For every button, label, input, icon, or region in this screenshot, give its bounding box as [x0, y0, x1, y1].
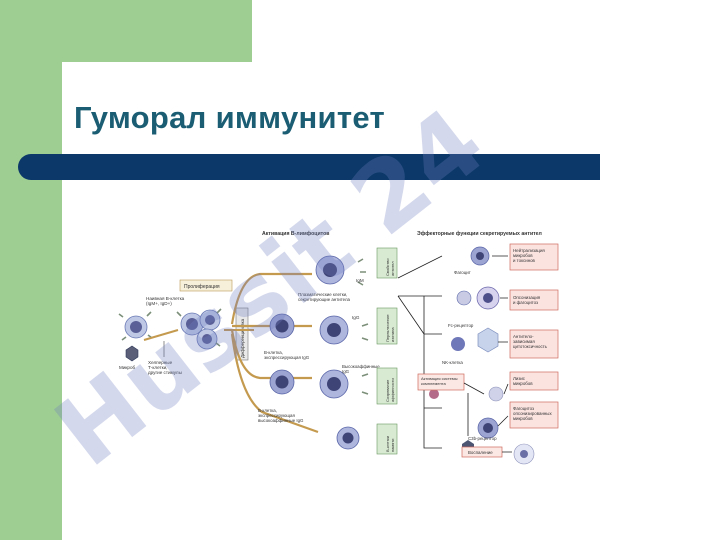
plasma-label: Плазматические клетки,секретирующие анти…: [298, 292, 351, 302]
effector-opsonization: [509, 289, 559, 311]
header-effector: Эффекторные функции секретируемых антите…: [417, 230, 542, 237]
title-underline-bar: [18, 154, 600, 180]
box1-label: Свойствоантител: [385, 258, 395, 276]
prolif-box: [179, 279, 233, 292]
box-antibody-property: [376, 247, 398, 279]
c3b-label: C3b-рецептор: [468, 436, 497, 441]
prolif-label: Пролиферация: [184, 284, 220, 290]
humoral-immunity-diagram: Активация В-лимфоцитов Эффекторные функц…: [118, 230, 559, 465]
box-affinity-maturation: [376, 367, 398, 405]
nk-label: NK-клетка: [442, 360, 463, 365]
effector-adcc: [509, 329, 559, 359]
microbe-icon: [125, 345, 139, 362]
naive-b-label: Наивная В-клетка(IgM+, IgD+): [146, 296, 185, 306]
complement-box: [417, 373, 465, 391]
igm-label: IgM: [356, 278, 364, 283]
igg-label: IgG: [352, 315, 360, 320]
box4-label: В-клеткипамяти: [385, 436, 395, 452]
header-activation: Активация В-лимфоцитов: [262, 230, 330, 237]
slide-title: Гуморал иммунитет: [74, 100, 385, 135]
effector-cells: [429, 246, 535, 465]
b-igg-label: В-клетка,экспрессирующая IgG: [264, 350, 310, 360]
effector-lysis: [509, 371, 559, 391]
left-green-band: [0, 0, 62, 540]
content-panel: [62, 62, 720, 540]
box3-label: Созреваниеаффинности: [385, 378, 395, 402]
diff-label: Дифференцировка: [240, 318, 245, 358]
diff-box: [235, 307, 249, 361]
phagocyte-label: Фагоцит: [454, 270, 471, 275]
title-underline-bar-end: [582, 154, 600, 180]
effector-phagocytosis: [509, 401, 559, 429]
microbe-label: Микроб: [119, 365, 136, 370]
top-green-band: [0, 0, 252, 62]
fc-receptor-label: Fc-рецептор: [448, 323, 474, 328]
naive-b-cell-cluster: [118, 308, 222, 350]
middle-cells: [269, 255, 369, 450]
inflammation-label: Воспаление: [468, 450, 493, 455]
effector-neutralization: [509, 243, 559, 271]
box2-label: Переключениеизотипа: [385, 314, 395, 342]
box-memory-cells: [376, 423, 398, 455]
box-isotype-switch: [376, 307, 398, 345]
